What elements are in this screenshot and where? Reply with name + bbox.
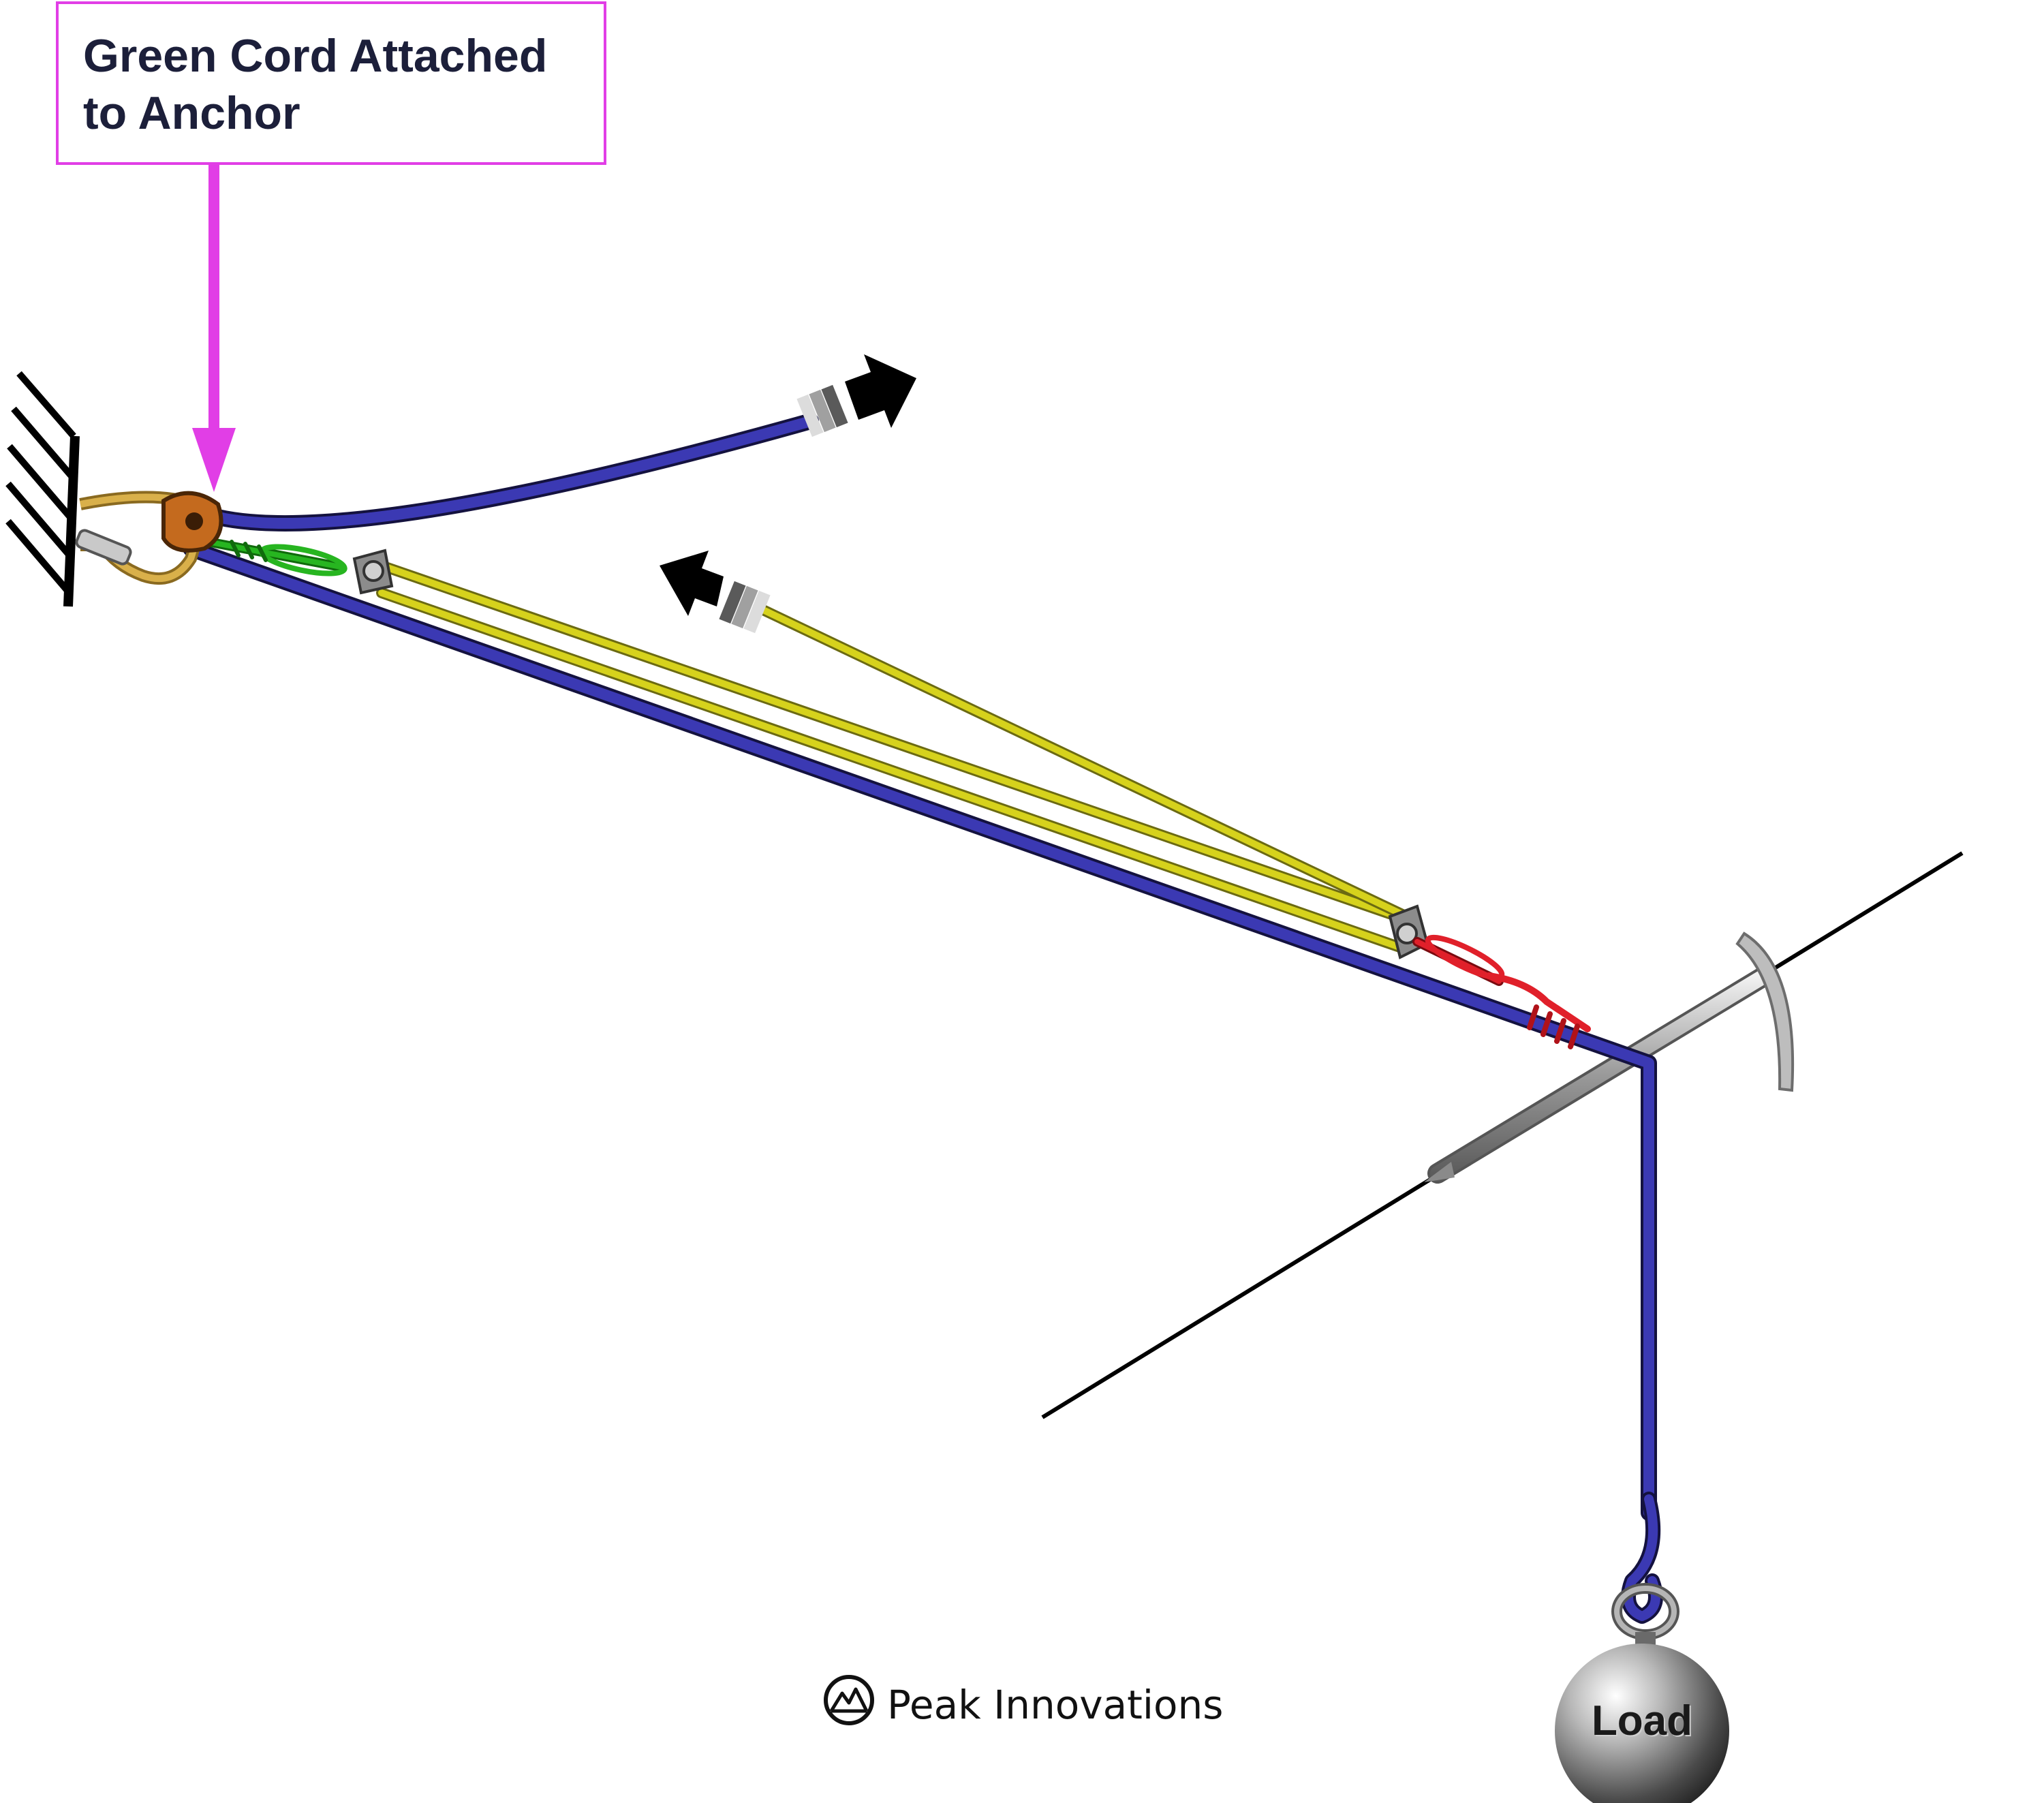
progress-capture-pulley	[161, 491, 223, 553]
callout-arrow	[192, 165, 236, 492]
red-cord	[1412, 934, 1591, 1049]
yellow-rope-system	[376, 560, 1423, 954]
brand-logo: Peak Innovations	[823, 1675, 1224, 1732]
load-label: Load	[1591, 1697, 1693, 1744]
load-weight	[1555, 1583, 1729, 1803]
pull-arrow	[660, 551, 771, 634]
carabiner	[75, 491, 202, 585]
ice-axe	[1424, 931, 1795, 1184]
anchor-hatch	[5, 371, 80, 607]
brand-name: Peak Innovations	[887, 1682, 1224, 1728]
callout-label: Green Cord Attached to Anchor	[56, 1, 606, 165]
pull-arrow	[796, 354, 916, 437]
mountain-logo-icon	[823, 1674, 875, 1736]
green-cord	[203, 537, 347, 576]
upper-pulley	[352, 549, 394, 595]
